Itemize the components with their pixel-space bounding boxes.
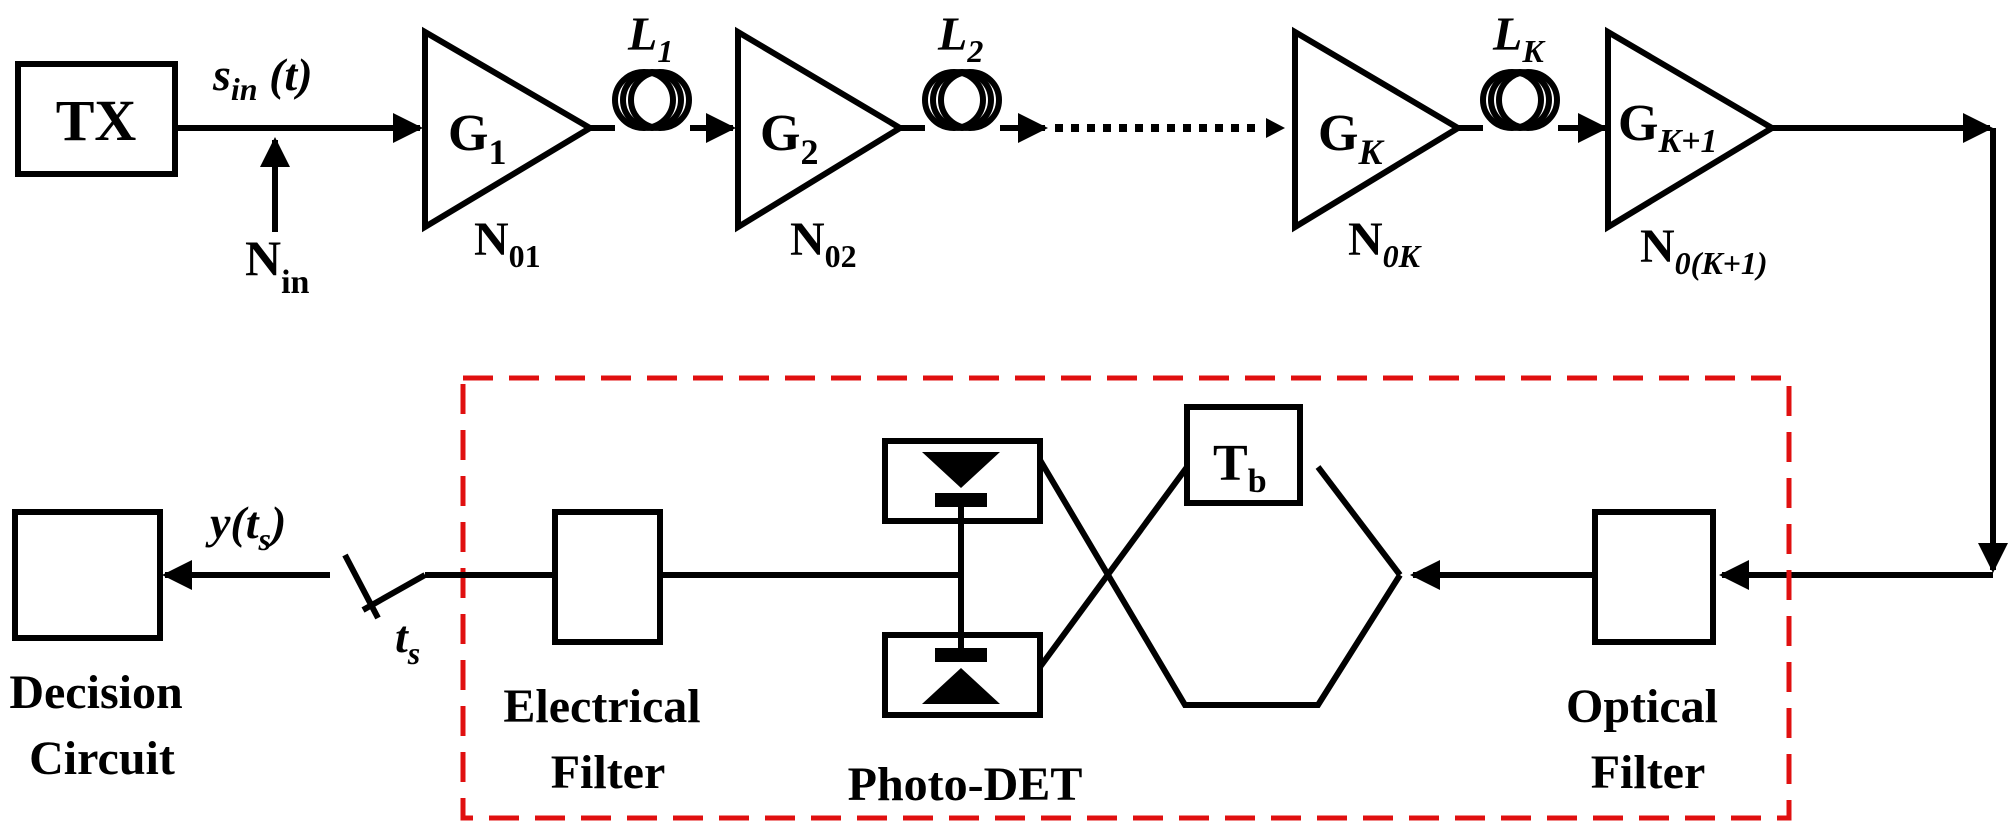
- amplifier-gk1-noise: N0(K+1): [1640, 220, 1768, 281]
- electrical-filter-label: Electrical Filter: [503, 680, 712, 799]
- fiber-lk-label: LK: [1492, 8, 1546, 69]
- fiber-spool-l1: [612, 69, 692, 131]
- amplifier-gk: [1292, 26, 1464, 233]
- sampler-label: ts: [395, 611, 420, 671]
- decision-circuit-label: Decision Circuit: [9, 666, 194, 785]
- amplifier-gk1-gain: GK+1: [1618, 95, 1718, 160]
- delay-interferometer: [1037, 458, 1403, 708]
- ellipsis-arrowhead: [1266, 118, 1285, 138]
- photodetector: [882, 438, 1043, 718]
- delay-label: Tb: [1213, 435, 1267, 500]
- amplifier-gk-noise: N0K: [1348, 213, 1423, 274]
- delay-block: [1184, 404, 1303, 506]
- photodetector-label: Photo-DET: [848, 758, 1083, 811]
- fiber-spool-lk: [1480, 69, 1560, 131]
- input-signal-label: sin (t): [212, 49, 313, 107]
- electrical-filter-block: [552, 509, 663, 645]
- optical-filter-block: [1592, 509, 1716, 645]
- fiber-l1-label: L1: [627, 8, 673, 69]
- sampling-switch-tick: [342, 553, 381, 620]
- output-signal-label: y(ts): [205, 497, 286, 557]
- fiber-spool-l2: [922, 69, 1002, 131]
- input-noise-label: Nin: [245, 230, 310, 301]
- receiver-boundary: [460, 375, 1792, 821]
- fiber-l2-label: L2: [937, 8, 983, 69]
- amplifier-g2-noise: N02: [790, 213, 857, 274]
- amplifier-g1-gain: G1: [448, 105, 506, 172]
- transmitter-block: [15, 61, 178, 177]
- decision-circuit-block: [12, 509, 163, 641]
- optical-filter-label: Optical Filter: [1566, 680, 1730, 799]
- transmitter-label: TX: [56, 88, 137, 153]
- amplifier-g2: [735, 26, 906, 233]
- amplifier-gk1: [1605, 26, 1778, 233]
- amplifier-g1-noise: N01: [474, 213, 541, 274]
- amplifier-g1: [422, 26, 596, 233]
- amplifier-g2-gain: G2: [760, 105, 818, 172]
- amplifier-gk-gain: GK: [1318, 105, 1385, 172]
